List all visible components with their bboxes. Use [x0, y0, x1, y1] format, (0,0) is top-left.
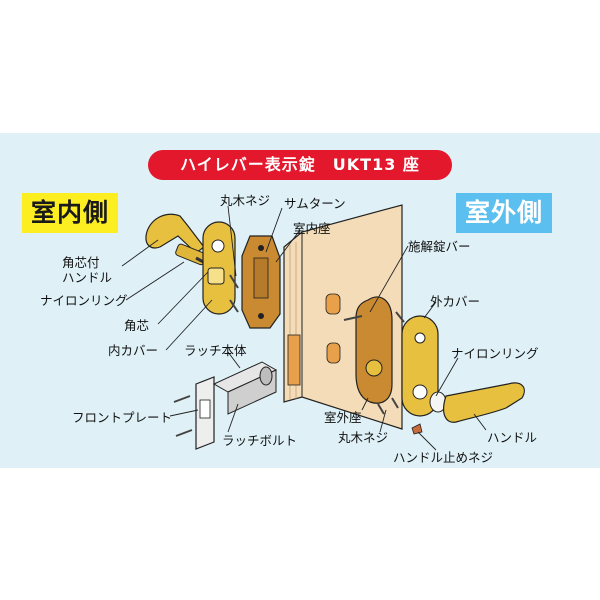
- label-latch-body: ラッチ本体: [184, 343, 247, 358]
- label-maruki-neji-top: 丸木ネジ: [220, 193, 270, 208]
- label-shitsugai-za: 室外座: [324, 410, 362, 425]
- label-kakushin-handle: 角芯付 ハンドル: [62, 255, 112, 285]
- label-handle-tome-neji: ハンドル止めネジ: [393, 450, 493, 465]
- label-sekai-bar: 施解錠バー: [408, 239, 471, 254]
- label-uchi-cover: 内カバー: [108, 343, 158, 358]
- label-nylon-ring-right: ナイロンリング: [451, 346, 539, 361]
- label-thumbturn: サムターン: [284, 196, 346, 211]
- label-nylon-ring-left: ナイロンリング: [40, 293, 128, 308]
- label-shitsunai-za: 室内座: [293, 221, 331, 236]
- label-soto-cover: 外カバー: [430, 294, 480, 309]
- indoor-side-badge: 室内側: [22, 193, 118, 233]
- label-front-plate: フロントプレート: [72, 410, 172, 425]
- label-latch-bolt: ラッチボルト: [222, 433, 297, 448]
- label-handle: ハンドル: [487, 430, 537, 445]
- label-kakushin: 角芯: [124, 318, 149, 333]
- indoor-rosette: [242, 236, 280, 328]
- diagram-title: ハイレバー表示錠 UKT13 座: [148, 150, 452, 180]
- label-maruki-neji-bottom: 丸木ネジ: [338, 430, 388, 445]
- outdoor-side-badge: 室外側: [456, 193, 552, 233]
